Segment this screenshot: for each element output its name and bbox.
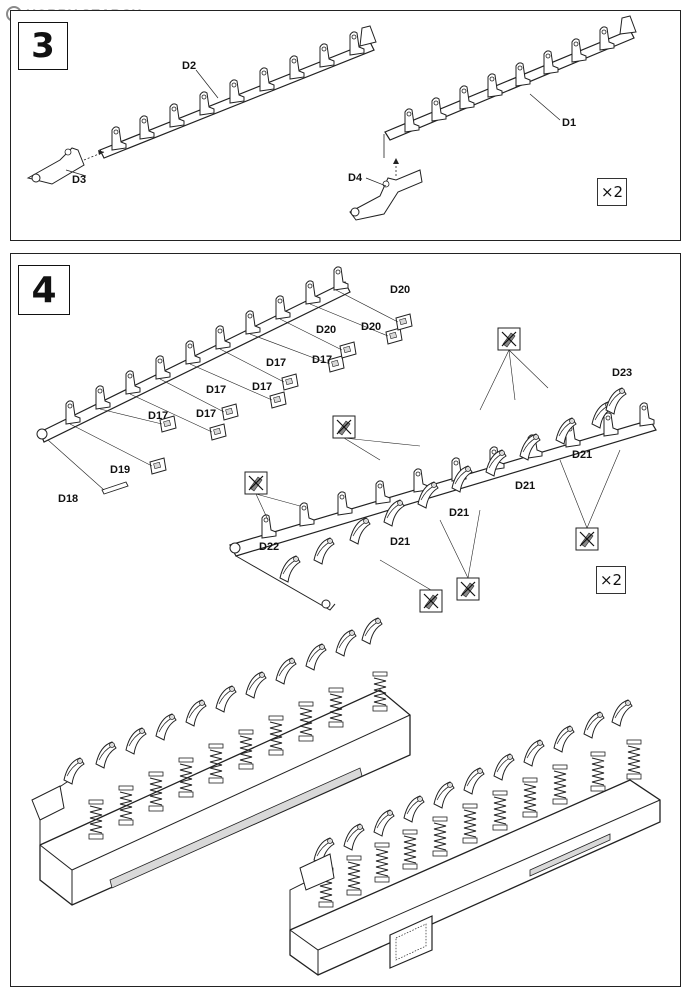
glue-icon <box>456 577 480 601</box>
part-label-d21: D21 <box>515 480 536 492</box>
part-label-d21: D21 <box>572 449 593 461</box>
glue-icon <box>419 589 443 613</box>
part-label-d17: D17 <box>148 410 169 422</box>
part-label-d19: D19 <box>110 464 131 476</box>
part-label-d23: D23 <box>612 367 633 379</box>
part-label-d21: D21 <box>449 507 470 519</box>
part-label-d20: D20 <box>316 324 337 336</box>
part-label-d17: D17 <box>196 408 217 420</box>
part-label-d17: D17 <box>252 381 273 393</box>
step-4-leader-lines <box>47 289 399 491</box>
part-label-d17: D17 <box>206 384 227 396</box>
part-label-d4: D4 <box>348 172 363 184</box>
glue-icon <box>497 327 521 351</box>
step-3-number: 3 <box>18 22 68 70</box>
part-label-d22: D22 <box>259 541 280 553</box>
glue-icon <box>332 415 356 439</box>
left-hull-arms <box>31 617 383 821</box>
part-label-d1: D1 <box>562 117 577 129</box>
step-3-panel <box>10 10 681 241</box>
step-3-right-rail <box>383 15 637 158</box>
part-label-d20: D20 <box>361 321 382 333</box>
step-4-quantity: ×2 <box>596 566 626 594</box>
part-label-d18: D18 <box>58 493 79 505</box>
step-4-number: 4 <box>18 265 70 315</box>
step-3-part-d4 <box>349 158 423 221</box>
step-4-lower-rail <box>229 402 657 611</box>
part-label-d17: D17 <box>266 357 287 369</box>
part-label-d17: D17 <box>312 354 333 366</box>
right-hull-arms <box>299 699 633 891</box>
step-3-part-d3 <box>26 147 105 185</box>
step-4-upper-rail <box>36 266 351 443</box>
step-3-quantity: ×2 <box>597 178 627 206</box>
glue-leader-lines <box>255 349 621 591</box>
part-label-d20: D20 <box>390 284 411 296</box>
part-label-d2: D2 <box>182 60 197 72</box>
glue-icon <box>575 527 599 551</box>
glue-icon <box>244 471 268 495</box>
step-3-left-rail <box>99 25 377 159</box>
step-4-tabs <box>101 313 413 495</box>
part-label-d3: D3 <box>72 174 87 186</box>
left-hull-side <box>39 689 411 906</box>
right-hull-side <box>289 779 661 976</box>
part-label-d21: D21 <box>390 536 411 548</box>
step-4-suspension-arms <box>279 387 627 583</box>
